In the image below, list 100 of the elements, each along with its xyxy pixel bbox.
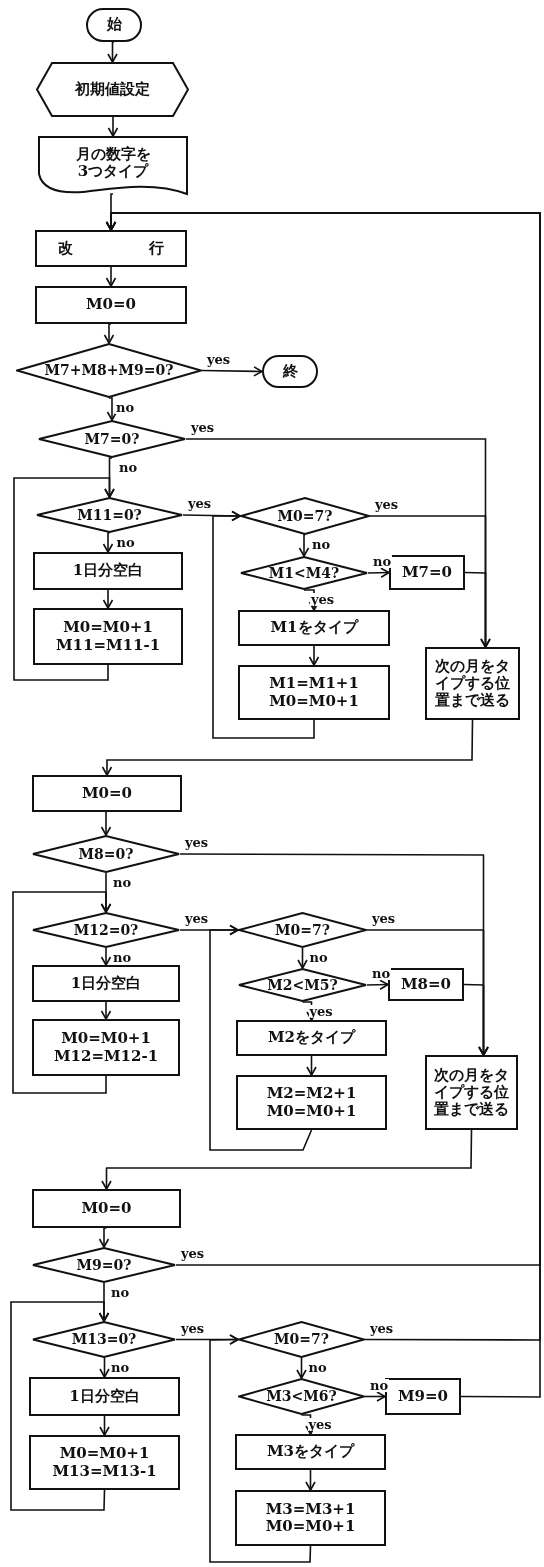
edge-label: no <box>371 967 392 980</box>
process-box <box>29 1377 180 1416</box>
decision-diamond <box>16 343 202 398</box>
process-box <box>32 965 180 1002</box>
node-label: 終 <box>282 362 298 381</box>
flow-arrow <box>364 1391 386 1402</box>
process-box <box>33 552 183 590</box>
decision-diamond <box>238 1378 365 1415</box>
flow-arrow <box>308 645 320 666</box>
process-box <box>425 647 520 720</box>
node-label: 1日分空白 <box>70 974 142 993</box>
node-label: M7+M8+M9=0? <box>44 362 174 379</box>
node-label: 1日分空白 <box>69 1387 140 1406</box>
flow-arrow <box>100 811 112 836</box>
node-label: 次の月をタイプする位置まで送る <box>434 657 511 710</box>
flow-arrow <box>201 366 263 377</box>
flow-arrow <box>101 1129 473 1190</box>
node-label: M0=0 <box>81 1199 132 1218</box>
process-box <box>389 555 465 590</box>
node-label: M8=0? <box>78 845 134 863</box>
node-label: 改 行 <box>58 239 164 258</box>
node-label: M7=0? <box>84 430 140 448</box>
process-box <box>235 1490 386 1546</box>
flow-arrow <box>99 1357 110 1378</box>
process-box <box>235 1434 386 1470</box>
flow-arrow <box>107 41 118 63</box>
node-label: M1をタイプ <box>270 619 358 637</box>
node-label: M0=7? <box>275 921 330 939</box>
node-label: M2=M2+1 M0=M0+1 <box>265 1085 358 1120</box>
flow-arrow <box>107 116 119 137</box>
flow-arrow <box>100 1001 112 1020</box>
process-box <box>236 1020 387 1056</box>
node-label: 次の月をタイプする位置まで送る <box>433 1066 510 1119</box>
process-box <box>35 286 187 324</box>
process-box <box>388 968 464 1001</box>
process-box <box>32 1189 181 1228</box>
flow-arrow <box>209 1334 312 1563</box>
process-box <box>238 610 390 646</box>
flow-arrow <box>367 567 390 578</box>
flow-arrow <box>99 1415 110 1436</box>
flow-arrow <box>12 891 112 1094</box>
flow-arrow <box>209 924 313 1151</box>
decision-diamond <box>32 1247 176 1283</box>
node-label: M0=0 <box>85 296 136 314</box>
flow-arrow <box>297 947 308 969</box>
flow-arrow <box>98 1227 110 1248</box>
flow-arrow <box>105 266 117 287</box>
flow-arrow <box>13 477 115 681</box>
node-label: 月の数字を 3つタイプ <box>74 145 152 182</box>
node-label: 始 <box>106 16 122 34</box>
flow-arrow <box>102 589 114 609</box>
node-label: M2をタイプ <box>267 1029 355 1047</box>
decision-diamond <box>240 497 370 535</box>
node-label: M2<M5? <box>267 976 338 994</box>
flow-arrow <box>464 571 491 648</box>
preparation-hexagon <box>36 62 189 117</box>
process-box <box>29 1435 180 1490</box>
document-shape <box>38 136 188 198</box>
flow-arrow <box>463 983 489 1056</box>
process-box <box>236 1075 387 1130</box>
node-label: M9=0 <box>397 1387 448 1406</box>
node-label: M0=M0+1 M13=M13-1 <box>51 1445 158 1480</box>
node-label: M11=0? <box>77 506 142 524</box>
process-box <box>32 775 182 812</box>
process-box <box>35 230 187 267</box>
flow-arrow <box>366 979 389 990</box>
edge-label: yes <box>308 1005 334 1018</box>
decision-diamond <box>38 420 186 458</box>
decision-diamond <box>238 968 367 1002</box>
flow-arrow <box>10 1301 110 1511</box>
node-label: M0=7? <box>277 507 333 525</box>
node-label: M9=0? <box>76 1256 132 1274</box>
decision-diamond <box>36 497 183 533</box>
node-label: M13=0? <box>71 1331 137 1348</box>
flow-arrow <box>296 1357 307 1379</box>
edge-label: no <box>369 1378 390 1392</box>
decision-diamond <box>32 1321 176 1358</box>
flow-arrow <box>101 719 474 776</box>
node-label: M1<M4? <box>268 564 340 582</box>
node-label: M3<M6? <box>266 1388 337 1405</box>
decision-diamond <box>238 912 367 948</box>
process-box <box>425 1055 518 1130</box>
flow-arrow <box>298 534 310 557</box>
flow-arrow <box>102 532 114 553</box>
node-label: M1=M1+1 M0=M0+1 <box>268 675 360 710</box>
node-label: M12=0? <box>73 921 139 939</box>
decision-diamond <box>238 1321 365 1358</box>
node-label: M8=0 <box>400 975 451 994</box>
decision-diamond <box>240 556 368 590</box>
node-label: M3=M3+1 M0=M0+1 <box>264 1500 357 1536</box>
decision-diamond <box>32 912 180 948</box>
decision-diamond <box>32 835 180 873</box>
flow-arrow <box>305 1469 316 1491</box>
flow-arrow <box>212 510 315 739</box>
node-label: M0=0 <box>81 784 132 803</box>
flow-arrow <box>106 397 118 421</box>
edge-label: yes <box>307 1418 333 1431</box>
edge-label: no <box>372 555 393 568</box>
node-label: M0=M0+1 M11=M11-1 <box>54 619 162 654</box>
node-label: M7=0 <box>401 563 452 582</box>
